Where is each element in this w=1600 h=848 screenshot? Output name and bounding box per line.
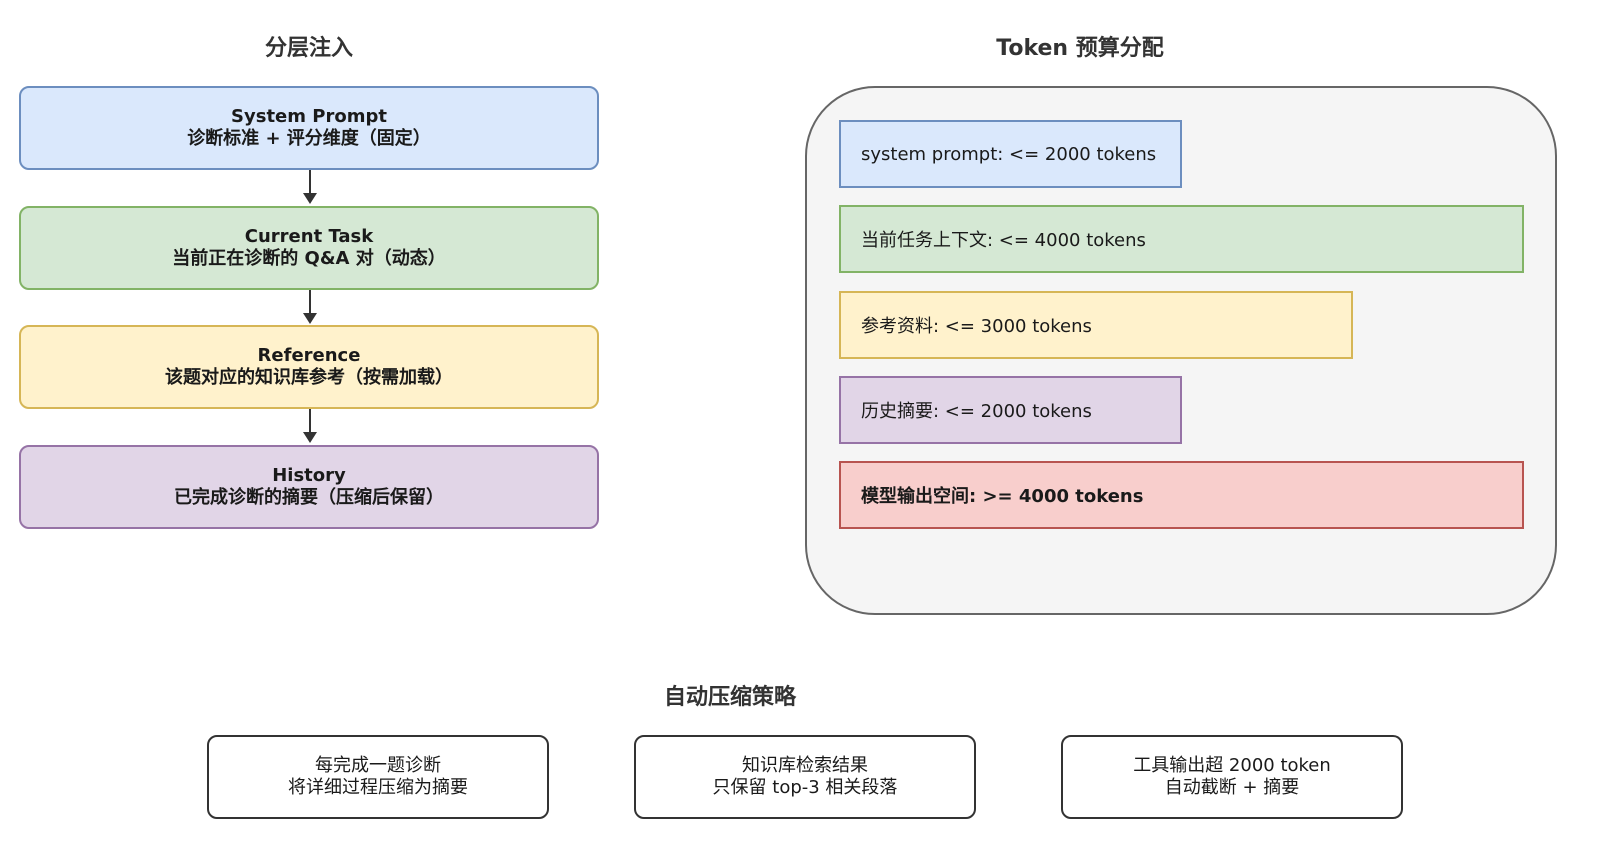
layered-injection-title: 分层注入 [264, 36, 353, 61]
layer-name: Current Task [244, 226, 374, 247]
budget-bar-reference: 参考资料: <= 3000 tokens [839, 291, 1353, 359]
layer-name: System Prompt [231, 106, 387, 127]
layer-name: Reference [257, 345, 361, 366]
budget-bar-label: system prompt: <= 2000 tokens [861, 143, 1157, 165]
layer-name: History [272, 465, 346, 486]
layer-history: History 已完成诊断的摘要（压缩后保留） [19, 445, 599, 529]
strategy-line: 工具输出超 2000 token [1133, 755, 1331, 776]
strategy-line: 自动截断 + 摘要 [1164, 777, 1300, 798]
layer-system-prompt: System Prompt 诊断标准 + 评分维度（固定） [19, 86, 599, 170]
strategy-box-retrieval: 知识库检索结果 只保留 top-3 相关段落 [634, 735, 976, 819]
strategy-box-truncate: 工具输出超 2000 token 自动截断 + 摘要 [1061, 735, 1403, 819]
budget-bar-label: 参考资料: <= 3000 tokens [861, 316, 1092, 337]
strategy-box-summarize: 每完成一题诊断 将详细过程压缩为摘要 [207, 735, 549, 819]
layer-desc: 该题对应的知识库参考（按需加载） [165, 367, 453, 388]
strategy-line: 每完成一题诊断 [315, 755, 441, 776]
budget-bar-label: 模型输出空间: >= 4000 tokens [861, 486, 1144, 507]
budget-bar-current-task: 当前任务上下文: <= 4000 tokens [839, 205, 1524, 273]
layer-desc: 诊断标准 + 评分维度（固定） [187, 128, 431, 149]
arrow-down-icon [303, 170, 317, 204]
strategy-line: 只保留 top-3 相关段落 [712, 777, 898, 798]
layer-desc: 当前正在诊断的 Q&A 对（动态） [172, 248, 446, 269]
layer-current-task: Current Task 当前正在诊断的 Q&A 对（动态） [19, 206, 599, 290]
layer-desc: 已完成诊断的摘要（压缩后保留） [174, 487, 444, 508]
budget-bar-label: 当前任务上下文: <= 4000 tokens [861, 230, 1146, 251]
budget-bar-model-output: 模型输出空间: >= 4000 tokens [839, 461, 1524, 529]
strategy-line: 将详细过程压缩为摘要 [288, 777, 468, 798]
budget-bar-label: 历史摘要: <= 2000 tokens [861, 401, 1092, 422]
arrow-down-icon [303, 290, 317, 324]
compression-strategy-title: 自动压缩策略 [663, 685, 796, 710]
token-budget-title: Token 预算分配 [996, 36, 1164, 61]
budget-bar-system-prompt: system prompt: <= 2000 tokens [839, 120, 1182, 188]
budget-bar-history: 历史摘要: <= 2000 tokens [839, 376, 1182, 444]
arrow-down-icon [303, 409, 317, 443]
strategy-line: 知识库检索结果 [742, 755, 868, 776]
layer-reference: Reference 该题对应的知识库参考（按需加载） [19, 325, 599, 409]
